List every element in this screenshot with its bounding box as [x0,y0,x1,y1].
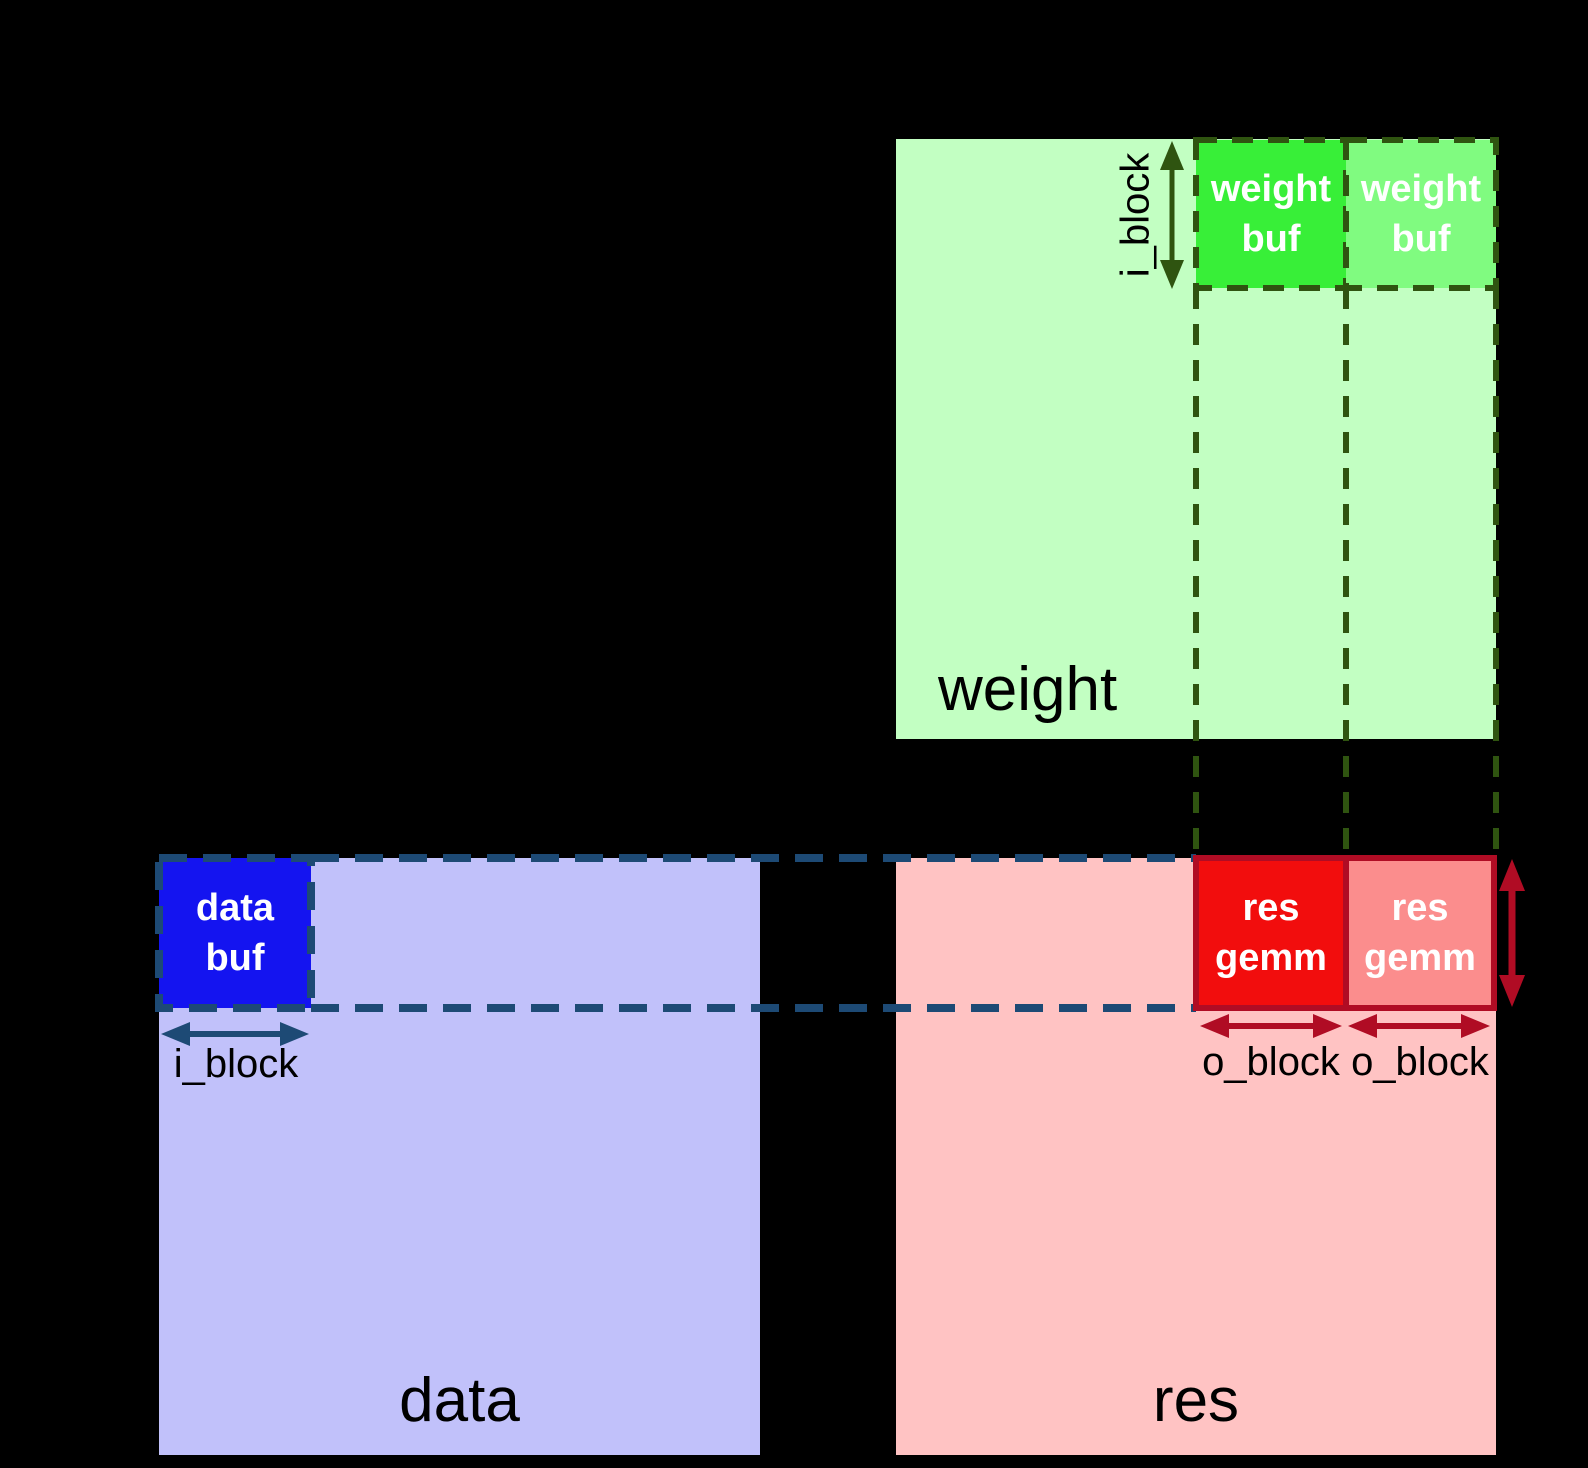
i-block-label-weight: i_block [1103,140,1167,290]
data-buf-label: data buf [159,858,311,1008]
i-block-label-data: i_block [173,1042,299,1086]
weight-buf-2-label: weight buf [1346,140,1496,288]
res-gemm-height-arrow [1499,859,1525,1007]
o-block-label-2: o_block [1351,1040,1489,1084]
weight-buf-2-label-line2: buf [1391,218,1451,260]
res-matrix-label: res [1152,1365,1240,1435]
o-block-label-1: o_block [1202,1040,1340,1084]
weight-buf-2-label-line1: weight [1360,168,1482,210]
data-matrix-label: data [399,1365,520,1435]
weight-buf-1-label-line2: buf [1241,218,1301,260]
res-gemm-2-label-line1: res [1391,887,1449,929]
res-gemm-2-label: res gemm [1346,858,1494,1008]
res-gemm-1-label-line2: gemm [1215,937,1327,979]
weight-buf-1-label: weight buf [1196,140,1346,288]
i-block-label-weight-text: i_block [1113,152,1158,278]
data-buf-label-line1: data [195,887,275,929]
weight-matrix-label: weight [938,654,1118,724]
res-gemm-2-label-line2: gemm [1364,937,1476,979]
weight-buf-1-label-line1: weight [1210,168,1332,210]
res-gemm-1-label-line1: res [1242,887,1300,929]
res-gemm-1-label: res gemm [1196,858,1346,1008]
data-buf-label-line2: buf [205,937,265,979]
